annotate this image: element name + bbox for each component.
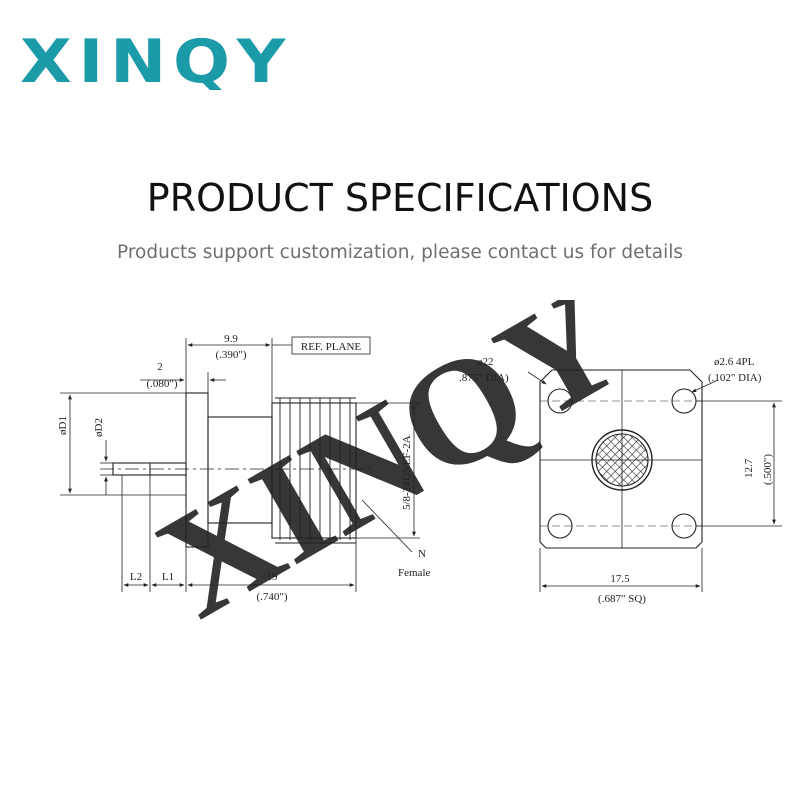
page-subtitle: Products support customization, please c… — [117, 242, 683, 263]
brand-logo: XINQY — [20, 30, 292, 90]
dim-total-mm: 19 — [267, 571, 279, 583]
dim-hole-circle-in: .875" DIA) — [459, 372, 509, 384]
dim-spacing-in: (.500") — [762, 454, 774, 485]
front-view — [539, 369, 703, 549]
dim-length-mm: 9.9 — [224, 333, 238, 345]
dim-square-in: (.687" SQ) — [598, 593, 646, 605]
side-view — [100, 392, 375, 548]
label-d1: øD1 — [57, 416, 69, 435]
dim-hole-circle-mm: ø22 — [477, 356, 494, 368]
label-d2: øD2 — [93, 418, 105, 437]
dim-flange-mm: 2 — [157, 361, 163, 373]
label-l2: L2 — [130, 571, 142, 583]
dim-holes-in: (.102" DIA) — [708, 372, 762, 384]
ref-plane-label: REF. PLANE — [301, 341, 362, 353]
thread-spec: 5/8-24UNEF-2A — [401, 435, 413, 510]
dim-total-in: (.740") — [256, 591, 287, 603]
dim-length-in: (.390") — [215, 349, 246, 361]
dim-flange-in: (.080") — [146, 378, 177, 390]
page-title: PRODUCT SPECIFICATIONS — [146, 176, 654, 220]
dim-holes-mm: ø2.6 4PL — [714, 356, 755, 368]
dim-spacing-mm: 12.7 — [743, 458, 755, 478]
label-l1: L1 — [162, 571, 174, 583]
technical-drawing: XINQY — [57, 300, 782, 620]
gender-label: Female — [398, 567, 430, 579]
connector-type: N — [418, 548, 426, 560]
logo-text: XINQY — [20, 30, 292, 90]
dim-square-mm: 17.5 — [610, 573, 630, 585]
